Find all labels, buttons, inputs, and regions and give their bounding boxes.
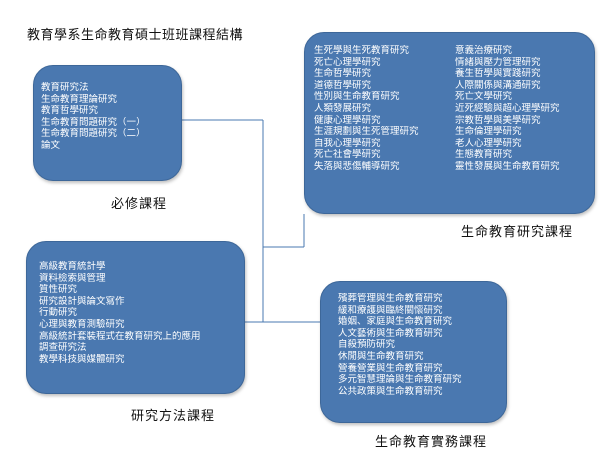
practice-courses-box: 殯葬管理與生命教育研究緩和療護與臨終關懷研究婚姻、家庭與生命教育研究人文藝術與生… [320, 281, 507, 423]
course-item: 營養營業與生命教育研究 [338, 362, 443, 374]
course-item: 教學科技與媒體研究 [39, 353, 125, 365]
course-item: 緩和療護與臨終關懷研究 [338, 304, 443, 316]
course-item: 近死經驗與超心理學研究 [455, 102, 560, 114]
course-item: 休閒與生命教育研究 [338, 350, 424, 362]
course-item: 質性研究 [39, 284, 78, 296]
course-item: 意義治療研究 [455, 45, 513, 56]
course-item: 調查研究法 [39, 342, 87, 354]
course-item: 養生哲學與實踐研究 [455, 68, 541, 80]
course-item: 死亡文學研究 [455, 91, 513, 103]
course-item: 生命倫理學研究 [455, 126, 522, 138]
course-item: 生命哲學研究 [314, 68, 372, 80]
course-item: 心理與教育測驗研究 [39, 318, 125, 330]
research-courses-label: 生命教育研究課程 [461, 225, 574, 240]
course-item: 靈性發展與生命教育研究 [455, 160, 560, 172]
course-item: 宗教哲學與美學研究 [455, 114, 541, 126]
course-item: 道德哲學研究 [314, 79, 372, 91]
course-item: 婚姻、家庭與生命教育研究 [338, 316, 453, 328]
course-item: 性別與生命教育研究 [314, 91, 400, 103]
course-item: 自殺預防研究 [338, 339, 396, 351]
course-item: 失落與悲傷輔導研究 [314, 160, 400, 172]
course-item: 自我心理學研究 [314, 137, 381, 149]
practice-courses-label: 生命教育實務課程 [375, 435, 488, 450]
course-item: 資料檢索與管理 [39, 272, 106, 284]
course-item: 高級教育統計學 [39, 261, 106, 272]
course-item: 死亡心理學研究 [314, 56, 381, 68]
course-item: 人文藝術與生命教育研究 [338, 327, 443, 339]
diagram-title: 教育學系生命教育碩士班班課程結構 [27, 28, 244, 43]
course-item: 生死學與生死教育研究 [314, 45, 410, 56]
method-courses-list: 高級教育統計學資料檢索與管理質性研究研究設計與論文寫作行動研究心理與教育測驗研究… [39, 261, 244, 365]
course-item: 人類發展研究 [314, 102, 372, 114]
course-item: 教育研究法 [41, 82, 89, 93]
research-courses-box: 生死學與生死教育研究死亡心理學研究生命哲學研究道德哲學研究性別與生命教育研究人類… [304, 32, 595, 214]
method-courses-box: 高級教育統計學資料檢索與管理質性研究研究設計與論文寫作行動研究心理與教育測驗研究… [26, 241, 245, 394]
course-item: 行動研究 [39, 307, 78, 319]
course-item: 生命教育問題研究（一） [41, 116, 146, 128]
course-item: 健康心理學研究 [314, 114, 381, 126]
course-item: 殯葬管理與生命教育研究 [338, 293, 443, 304]
required-courses-label: 必修課程 [111, 197, 168, 212]
course-item: 研究設計與論文寫作 [39, 295, 125, 307]
course-item: 生命教育問題研究（二） [41, 128, 146, 140]
research-courses-list-right: 意義治療研究情緒與壓力管理研究養生哲學與實踐研究人際關係與溝通研究死亡文學研究近… [455, 45, 594, 173]
practice-courses-list: 殯葬管理與生命教育研究緩和療護與臨終關懷研究婚姻、家庭與生命教育研究人文藝術與生… [338, 293, 506, 397]
course-item: 論文 [41, 139, 61, 151]
course-item: 高級統計套裝程式在教育研究上的應用 [39, 330, 201, 342]
method-courses-label: 研究方法課程 [131, 409, 216, 424]
course-item: 公共政策與生命教育研究 [338, 385, 443, 397]
course-item: 死亡社會學研究 [314, 149, 381, 161]
course-item: 生涯規劃與生死管理研究 [314, 126, 419, 138]
course-item: 生態教育研究 [455, 149, 513, 161]
course-item: 教育哲學研究 [41, 105, 99, 117]
course-item: 情緒與壓力管理研究 [455, 56, 541, 68]
course-item: 人際關係與溝通研究 [455, 79, 541, 91]
required-courses-list: 教育研究法生命教育理論研究教育哲學研究生命教育問題研究（一）生命教育問題研究（二… [41, 82, 181, 152]
course-item: 老人心理學研究 [455, 137, 522, 149]
course-item: 多元智慧理論與生命教育研究 [338, 374, 462, 386]
required-courses-box: 教育研究法生命教育理論研究教育哲學研究生命教育問題研究（一）生命教育問題研究（二… [33, 65, 182, 181]
research-courses-list-left: 生死學與生死教育研究死亡心理學研究生命哲學研究道德哲學研究性別與生命教育研究人類… [314, 45, 455, 173]
course-item: 生命教育理論研究 [41, 93, 118, 105]
